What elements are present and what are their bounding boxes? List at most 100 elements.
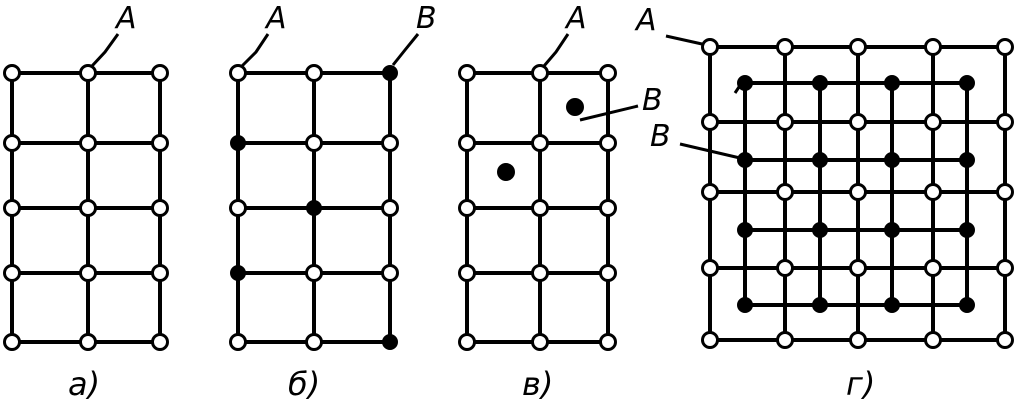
atom-b-filled xyxy=(230,135,246,151)
leader-b-B xyxy=(391,33,420,66)
atom-v-interstitial xyxy=(566,98,584,116)
atom-a xyxy=(151,333,169,351)
leader-b-A xyxy=(240,33,270,68)
atom-a xyxy=(79,264,97,282)
label-b-A: A xyxy=(264,1,287,36)
atom-g-filled xyxy=(737,297,753,313)
atom-v xyxy=(531,64,549,82)
leader-a-A xyxy=(90,33,120,68)
atom-b xyxy=(305,64,323,82)
caption-a: а) xyxy=(68,365,100,403)
atom-g-open xyxy=(849,259,867,277)
atom-v xyxy=(599,333,617,351)
atom-b xyxy=(229,333,247,351)
atom-g-open xyxy=(924,259,942,277)
atom-g-open xyxy=(776,183,794,201)
atom-g-open xyxy=(996,38,1014,56)
atom-g-filled xyxy=(812,75,828,91)
atom-g-filled xyxy=(959,75,975,91)
atom-v xyxy=(458,64,476,82)
atom-v xyxy=(458,264,476,282)
atom-a xyxy=(3,333,21,351)
atom-g-open xyxy=(776,331,794,349)
atom-g-open xyxy=(701,38,719,56)
atom-g-open xyxy=(701,259,719,277)
atom-v xyxy=(458,134,476,152)
atom-b-filled xyxy=(230,265,246,281)
atom-v xyxy=(599,64,617,82)
atom-b xyxy=(381,134,399,152)
atom-g-filled xyxy=(737,75,753,91)
atom-g-open xyxy=(776,38,794,56)
atom-v xyxy=(531,199,549,217)
atom-g-open xyxy=(924,38,942,56)
atom-b xyxy=(381,199,399,217)
atom-g-filled xyxy=(959,222,975,238)
atom-b xyxy=(229,199,247,217)
atom-g-filled xyxy=(812,297,828,313)
atom-v xyxy=(458,333,476,351)
label-a-A: A xyxy=(114,1,137,36)
leader-g-A xyxy=(665,34,703,46)
atom-a xyxy=(79,134,97,152)
atom-b-filled xyxy=(306,200,322,216)
atom-b xyxy=(381,264,399,282)
caption-v: в) xyxy=(522,365,553,403)
atom-b xyxy=(305,264,323,282)
atom-v xyxy=(531,333,549,351)
atom-g-open xyxy=(701,113,719,131)
atom-a xyxy=(151,199,169,217)
label-b-B: B xyxy=(416,1,437,36)
atom-b xyxy=(229,64,247,82)
atom-g-open xyxy=(849,183,867,201)
caption-g: г) xyxy=(846,365,875,403)
atom-a xyxy=(3,134,21,152)
atom-g-filled xyxy=(884,222,900,238)
atom-v-interstitial xyxy=(497,163,515,181)
atom-g-filled xyxy=(737,222,753,238)
atom-a xyxy=(151,134,169,152)
atom-a xyxy=(151,64,169,82)
atom-g-open xyxy=(849,113,867,131)
atom-g-filled xyxy=(884,297,900,313)
leader-v-A xyxy=(542,33,570,67)
atom-g-open xyxy=(996,183,1014,201)
atom-g-open xyxy=(996,331,1014,349)
leader-v-B xyxy=(579,104,639,122)
atom-b-filled xyxy=(382,65,398,81)
atom-a xyxy=(3,64,21,82)
atom-g-open xyxy=(924,331,942,349)
atom-v xyxy=(599,134,617,152)
atom-a xyxy=(79,333,97,351)
atom-g-filled xyxy=(959,152,975,168)
atom-a xyxy=(3,264,21,282)
atom-g-open xyxy=(849,38,867,56)
atom-v xyxy=(531,264,549,282)
atom-g-filled xyxy=(737,152,753,168)
atom-g-filled xyxy=(884,75,900,91)
atom-v xyxy=(458,199,476,217)
atom-g-open xyxy=(924,113,942,131)
atom-g-open xyxy=(996,259,1014,277)
atom-b xyxy=(305,333,323,351)
atom-g-filled xyxy=(812,152,828,168)
atom-a xyxy=(3,199,21,217)
leader-g-B xyxy=(679,142,741,160)
label-v-B: B xyxy=(642,83,663,118)
atom-v xyxy=(599,199,617,217)
caption-b: б) xyxy=(288,365,320,403)
atom-v xyxy=(531,134,549,152)
atom-g-filled xyxy=(959,297,975,313)
atom-g-filled xyxy=(884,152,900,168)
atom-g-open xyxy=(924,183,942,201)
atom-a xyxy=(79,64,97,82)
atom-b-filled xyxy=(382,334,398,350)
atom-v xyxy=(599,264,617,282)
atom-b xyxy=(305,134,323,152)
atom-a xyxy=(79,199,97,217)
atom-g-open xyxy=(776,113,794,131)
label-g-A: A xyxy=(634,3,657,38)
atom-g-filled xyxy=(812,222,828,238)
label-v-A: A xyxy=(564,1,587,36)
